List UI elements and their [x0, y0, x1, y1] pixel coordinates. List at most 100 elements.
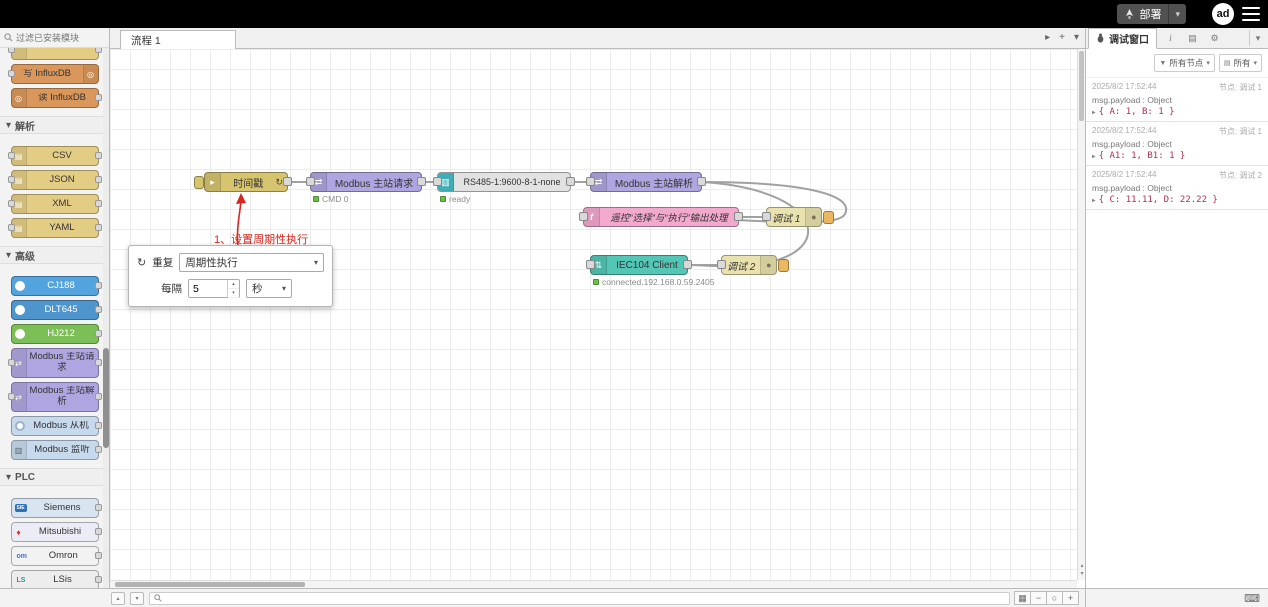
palette-scrollbar-thumb[interactable] — [103, 348, 109, 448]
output-port[interactable] — [566, 177, 575, 186]
palette-node-dlt645[interactable]: DLT645 — [10, 300, 102, 320]
updown-icon: ⇅ — [591, 256, 607, 274]
palette-search-input[interactable] — [16, 32, 102, 43]
spinner-down-icon[interactable]: ▾ — [228, 289, 239, 298]
flow-list-caret[interactable]: ▾ — [1073, 32, 1079, 43]
output-port[interactable] — [683, 260, 692, 269]
spinner[interactable]: ▴ ▾ — [227, 280, 239, 298]
palette-node-mitsubishi[interactable]: ♦ Mitsubishi — [10, 522, 102, 542]
workspace-footer: ▴ ▾ ▦ − ○ + — [0, 588, 1085, 607]
port — [7, 393, 15, 400]
palette-node-hj212[interactable]: HJ212 — [10, 324, 102, 344]
flow-canvas[interactable]: ▸ 时间戳 ↻ ⇄ Modbus 主站请求 CMD 0 ▥ RS485-1:96… — [110, 49, 1077, 580]
interval-input[interactable] — [189, 280, 227, 297]
scrollbar-thumb[interactable] — [115, 582, 305, 587]
palette-category-parse[interactable]: ▾ 解析 — [0, 116, 109, 134]
palette-scrollbar[interactable] — [103, 48, 109, 588]
inject-button[interactable] — [194, 176, 204, 189]
spinner-up-icon[interactable]: ▴ — [228, 280, 239, 289]
palette-node-lsis[interactable]: LS LSis — [10, 570, 102, 588]
palette-node-xml[interactable]: ▤ XML — [7, 194, 102, 214]
node-modbus-master-request[interactable]: ⇄ Modbus 主站请求 CMD 0 — [306, 172, 426, 204]
node-inject-timestamp[interactable]: ▸ 时间戳 ↻ — [194, 172, 292, 192]
meter-icon — [14, 281, 25, 291]
palette-node-modbus-listen[interactable]: ▥ Modbus 监听 — [10, 440, 102, 460]
node-debug-1[interactable]: 调试 1 ● — [762, 207, 834, 227]
debug-toggle-button[interactable] — [778, 259, 789, 272]
node-modbus-master-parse[interactable]: ⇄ Modbus 主站解析 — [586, 172, 706, 192]
output-port[interactable] — [697, 177, 706, 186]
footer-up-button[interactable]: ▴ — [111, 591, 125, 605]
scrollbar-thumb[interactable] — [1079, 51, 1084, 121]
palette-node-csv[interactable]: ▤ CSV — [7, 146, 102, 166]
user-avatar[interactable]: ad — [1212, 3, 1234, 25]
tab-scroll-icon[interactable]: ▸ — [1045, 32, 1051, 43]
output-port[interactable] — [283, 177, 292, 186]
palette-node-modbus-master-parse[interactable]: ⇄ Modbus 主站解析 — [7, 382, 102, 412]
canvas-horizontal-scrollbar[interactable] — [110, 580, 1077, 588]
palette-node-siemens[interactable]: SIE Siemens — [10, 498, 102, 518]
canvas-search[interactable] — [149, 591, 1010, 605]
zoom-out-button[interactable]: − — [1030, 591, 1047, 605]
expand-icon[interactable]: ▶ — [1092, 196, 1096, 204]
palette-category-advanced[interactable]: ▾ 高级 — [0, 246, 109, 264]
palette-node-influxdb-read[interactable]: ◎ 读 InfluxDB — [10, 88, 102, 108]
footer-down-button[interactable]: ▾ — [130, 591, 144, 605]
sidebar-menu-caret-icon[interactable]: ▾ — [1249, 30, 1266, 46]
keyboard-shortcuts-icon[interactable]: ⌨ — [1244, 592, 1260, 605]
help-icon[interactable]: ▤ — [1188, 32, 1197, 43]
navigator-button[interactable]: ▦ — [1014, 591, 1031, 605]
output-port[interactable] — [417, 177, 426, 186]
node-serial-rs485[interactable]: ▥ RS485-1:9600-8-1-none ready — [433, 172, 575, 204]
node-label: 调试 2 — [727, 261, 756, 273]
palette-node-modbus-master-request[interactable]: ⇄ Modbus 主站请求 — [7, 348, 102, 378]
repeat-mode-select[interactable]: 周期性执行 ▾ — [179, 253, 324, 272]
info-icon[interactable]: i — [1169, 33, 1172, 43]
file-icon: ▤ — [11, 147, 27, 165]
add-flow-button[interactable]: + — [1059, 32, 1065, 43]
palette-node-influxdb-write[interactable]: 写 InfluxDB ◎ — [7, 64, 99, 84]
node-label: IEC104 Client — [616, 259, 678, 271]
filter-nodes-label: 所有节点 — [1169, 58, 1204, 68]
node-function-output-process[interactable]: f 遥控“选择”与“执行”输出处理 — [579, 207, 743, 227]
deploy-button[interactable]: 部署 ▾ — [1117, 4, 1186, 24]
unit-select[interactable]: 秒 ▾ — [246, 279, 292, 298]
output-port[interactable] — [734, 212, 743, 221]
palette-category-plc[interactable]: ▾ PLC — [0, 468, 109, 486]
expand-icon[interactable]: ▶ — [1092, 108, 1096, 116]
zoom-in-button[interactable]: + — [1062, 591, 1079, 605]
debug-toggle-button[interactable] — [823, 211, 834, 224]
node-debug-2[interactable]: 调试 2 ● — [717, 255, 789, 275]
input-port[interactable] — [579, 212, 588, 221]
tab-flow-1[interactable]: 流程 1 — [120, 30, 236, 49]
config-gear-icon[interactable]: ⚙ — [1210, 32, 1219, 43]
deploy-options-caret[interactable]: ▾ — [1168, 4, 1186, 24]
input-port[interactable] — [433, 177, 442, 186]
palette-node-json[interactable]: ▤ JSON — [7, 170, 102, 190]
deploy-label: 部署 — [1139, 9, 1162, 21]
input-port[interactable] — [306, 177, 315, 186]
canvas-vertical-scrollbar[interactable]: ▴▾ — [1077, 49, 1085, 580]
scrollbar-arrows[interactable]: ▴▾ — [1080, 563, 1084, 577]
filter-nodes-button[interactable]: ▼ 所有节点 ▾ — [1154, 54, 1215, 72]
palette-node-yaml[interactable]: ▤ YAML — [7, 218, 102, 238]
input-port[interactable] — [762, 212, 771, 221]
node-iec104-client[interactable]: ⇅ IEC104 Client connected.192.168.0.59.2… — [586, 255, 715, 287]
main-menu-icon[interactable] — [1242, 7, 1260, 21]
input-port[interactable] — [717, 260, 726, 269]
canvas-search-input[interactable] — [165, 593, 1005, 603]
filter-all-button[interactable]: ▤ 所有 ▾ — [1218, 54, 1262, 72]
input-port[interactable] — [586, 177, 595, 186]
node-label: 遥控“选择”与“执行”输出处理 — [610, 213, 728, 224]
input-port[interactable] — [586, 260, 595, 269]
meter-icon — [14, 329, 25, 339]
palette-node-cj188[interactable]: CJ188 — [10, 276, 102, 296]
palette-search[interactable] — [0, 28, 109, 48]
tab-debug[interactable]: 调试窗口 — [1088, 27, 1157, 49]
palette-node-omron[interactable]: om Omron — [10, 546, 102, 566]
debug-sidebar: 调试窗口 i ▤ ⚙ ▾ ▼ 所有节点 ▾ ▤ 所有 ▾ 2025/8/2 17… — [1085, 27, 1268, 588]
interval-stepper[interactable]: ▴ ▾ — [188, 279, 240, 298]
zoom-reset-button[interactable]: ○ — [1046, 591, 1063, 605]
expand-icon[interactable]: ▶ — [1092, 152, 1096, 160]
palette-node-modbus-slave[interactable]: Modbus 从机 — [10, 416, 102, 436]
